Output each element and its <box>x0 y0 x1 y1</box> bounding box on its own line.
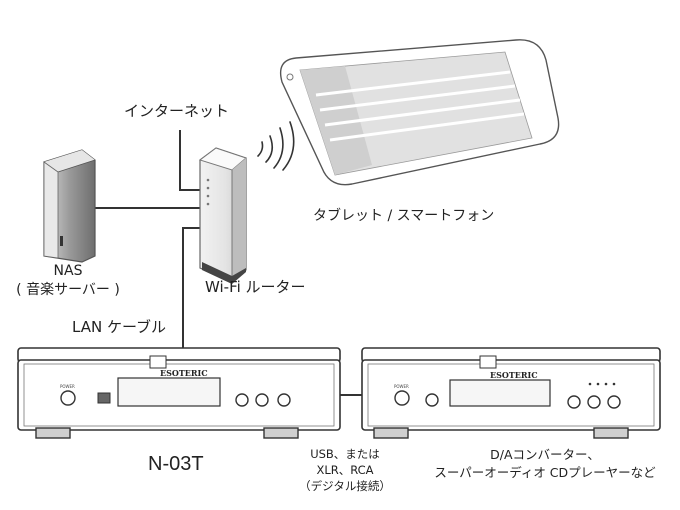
dac-power-label: POWER <box>394 384 409 389</box>
wifi-router <box>198 147 247 284</box>
wifi-signal-icon <box>257 121 295 171</box>
lan-cable-label: LAN ケーブル <box>72 318 167 336</box>
internet-label: インターネット <box>124 102 230 120</box>
player-model-label: N-03T <box>148 453 204 475</box>
digital-connection-line1: USB、または <box>310 447 380 461</box>
tablet-home-button <box>286 73 294 81</box>
dac-label: D/Aコンバーター、 スーパーオーディオ CDプレーヤーなど <box>410 446 680 482</box>
player-power-knob <box>60 390 76 406</box>
nas-label-line2: ( 音楽サーバー ) <box>16 282 120 298</box>
dac-power-knob <box>394 390 410 406</box>
dac-display <box>449 379 551 407</box>
digital-connection-line2: XLR、RCA <box>316 463 374 477</box>
n03t-player: ESOTERIC POWER <box>17 347 341 439</box>
tablet-label: タブレット / スマートフォン <box>313 208 495 224</box>
tablet-device <box>279 39 560 186</box>
player-display <box>117 377 221 407</box>
nas-label-line1: NAS <box>53 263 83 279</box>
digital-connection-line3: （デジタル接続） <box>299 479 391 493</box>
dac-label-line1: D/Aコンバーター、 <box>490 447 600 462</box>
cables <box>95 130 362 396</box>
dac-label-line2: スーパーオーディオ CDプレーヤーなど <box>434 465 656 480</box>
player-usb-port <box>97 392 111 404</box>
dac-brand-logo: ESOTERIC <box>490 370 538 380</box>
dac-device: ESOTERIC POWER <box>361 347 661 439</box>
player-brand-logo: ESOTERIC <box>160 368 208 378</box>
nas-label: NAS ( 音楽サーバー ) <box>6 262 130 300</box>
router-label: Wi-Fi ルーター <box>205 278 306 296</box>
digital-connection-label: USB、または XLR、RCA （デジタル接続） <box>280 446 410 494</box>
internet-cable <box>179 130 200 191</box>
player-power-label: POWER <box>60 384 75 389</box>
nas-device <box>43 149 96 263</box>
lan-cable <box>182 227 200 348</box>
